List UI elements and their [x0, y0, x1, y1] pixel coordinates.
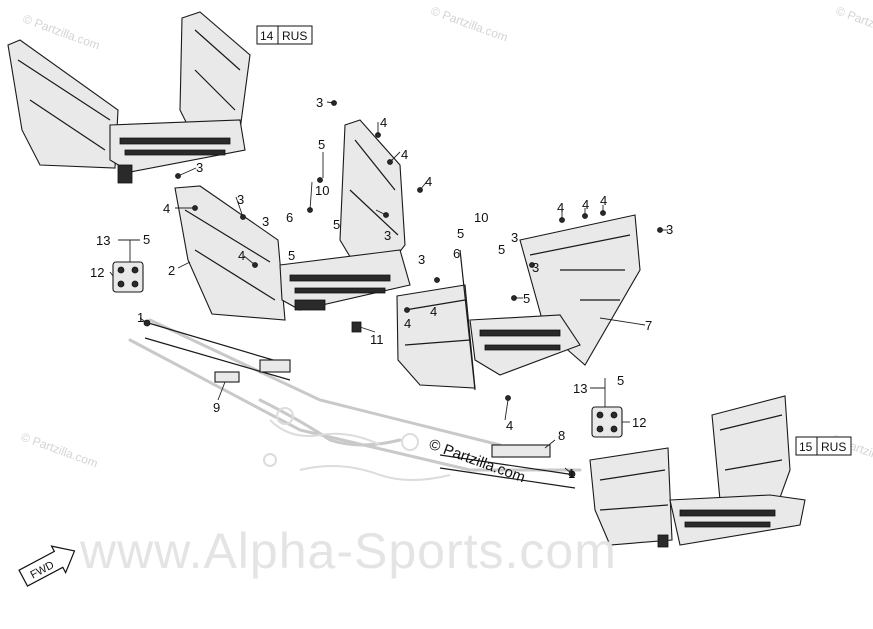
callout-3-b: 3: [316, 95, 323, 110]
callout-4-a: 4: [380, 115, 387, 130]
watermark-bottom-left: © Partzilla.com: [19, 430, 100, 471]
callout-11: 11: [370, 332, 384, 347]
callout-3-f: 3: [418, 252, 425, 267]
callout-7: 7: [645, 318, 652, 333]
callout-3-g: 3: [511, 230, 518, 245]
watermark-top-center: © Partzilla.com: [429, 4, 510, 45]
watermark-center: © Partzilla.com: [427, 436, 528, 487]
callout-3-i: 3: [666, 222, 673, 237]
bracket-12-right: [591, 406, 623, 438]
callout-13-left: 13: [96, 233, 110, 248]
callout-9: 9: [213, 400, 220, 415]
callout-4-g: 4: [430, 304, 437, 319]
callout-12-right: 12: [632, 415, 646, 430]
ref-box-14-number: 14: [260, 29, 274, 43]
callout-8: 8: [558, 428, 565, 443]
callout-10-b: 10: [474, 210, 488, 225]
ref-box-14: 14 RUS: [256, 25, 313, 45]
callout-4-i: 4: [582, 197, 589, 212]
watermark-top-left: © Partzilla.com: [21, 12, 102, 53]
callout-5-a: 5: [318, 137, 325, 152]
bracket-12-left: [112, 261, 144, 293]
ref-box-15-number: 15: [799, 440, 813, 454]
callout-3-a: 3: [196, 160, 203, 175]
callout-3-c: 3: [237, 192, 244, 207]
watermark-site: www.Alpha-Sports.com: [79, 523, 617, 579]
callout-6-a: 6: [286, 210, 293, 225]
left-footwell-2-illustration: [174, 119, 411, 333]
fasteners: [175, 100, 663, 401]
callout-labels: 1 1 2 3 3 3 3 3 3 3 3 3 4 4 4 4 4 4 4 4 …: [90, 95, 673, 481]
callout-5-d: 5: [333, 217, 340, 232]
callout-1-left: 1: [137, 310, 144, 325]
callout-5-h: 5: [617, 373, 624, 388]
footwell-14-illustration: [7, 11, 251, 184]
callout-5-e: 5: [457, 226, 464, 241]
callout-3-d: 3: [262, 214, 269, 229]
frame-ghost: [128, 318, 582, 481]
callout-4-e: 4: [238, 248, 245, 263]
callout-12-left: 12: [90, 265, 104, 280]
callout-10-a: 10: [315, 183, 329, 198]
callout-4-f: 4: [404, 316, 411, 331]
callout-5-g: 5: [523, 291, 530, 306]
watermark-top-right: © Partzilla.com: [834, 4, 873, 45]
callout-4-j: 4: [600, 193, 607, 208]
callout-5-c: 5: [288, 248, 295, 263]
callout-4-d: 4: [163, 201, 170, 216]
fwd-arrow-icon: FWD: [18, 545, 76, 587]
callout-5-b: 5: [143, 232, 150, 247]
ref-box-14-code: RUS: [282, 29, 307, 43]
callout-5-f: 5: [498, 242, 505, 257]
callout-3-e: 3: [384, 228, 391, 243]
callout-4-h: 4: [557, 200, 564, 215]
callout-4-c: 4: [425, 174, 432, 189]
callout-4-b: 4: [401, 147, 408, 162]
callout-6-b: 6: [453, 246, 460, 261]
callout-13-right: 13: [573, 381, 587, 396]
ref-box-15-code: RUS: [821, 440, 846, 454]
mounting-rails-illustration: [143, 319, 576, 489]
ref-box-15: 15 RUS: [795, 436, 852, 456]
callout-1-right: 1: [568, 466, 575, 481]
callout-4-k: 4: [506, 418, 513, 433]
leader-lines: [109, 101, 668, 475]
footwell-15-illustration: [589, 395, 806, 548]
right-footwell-7-illustration: [396, 214, 641, 391]
callout-2: 2: [168, 263, 175, 278]
callout-3-h: 3: [532, 260, 539, 275]
